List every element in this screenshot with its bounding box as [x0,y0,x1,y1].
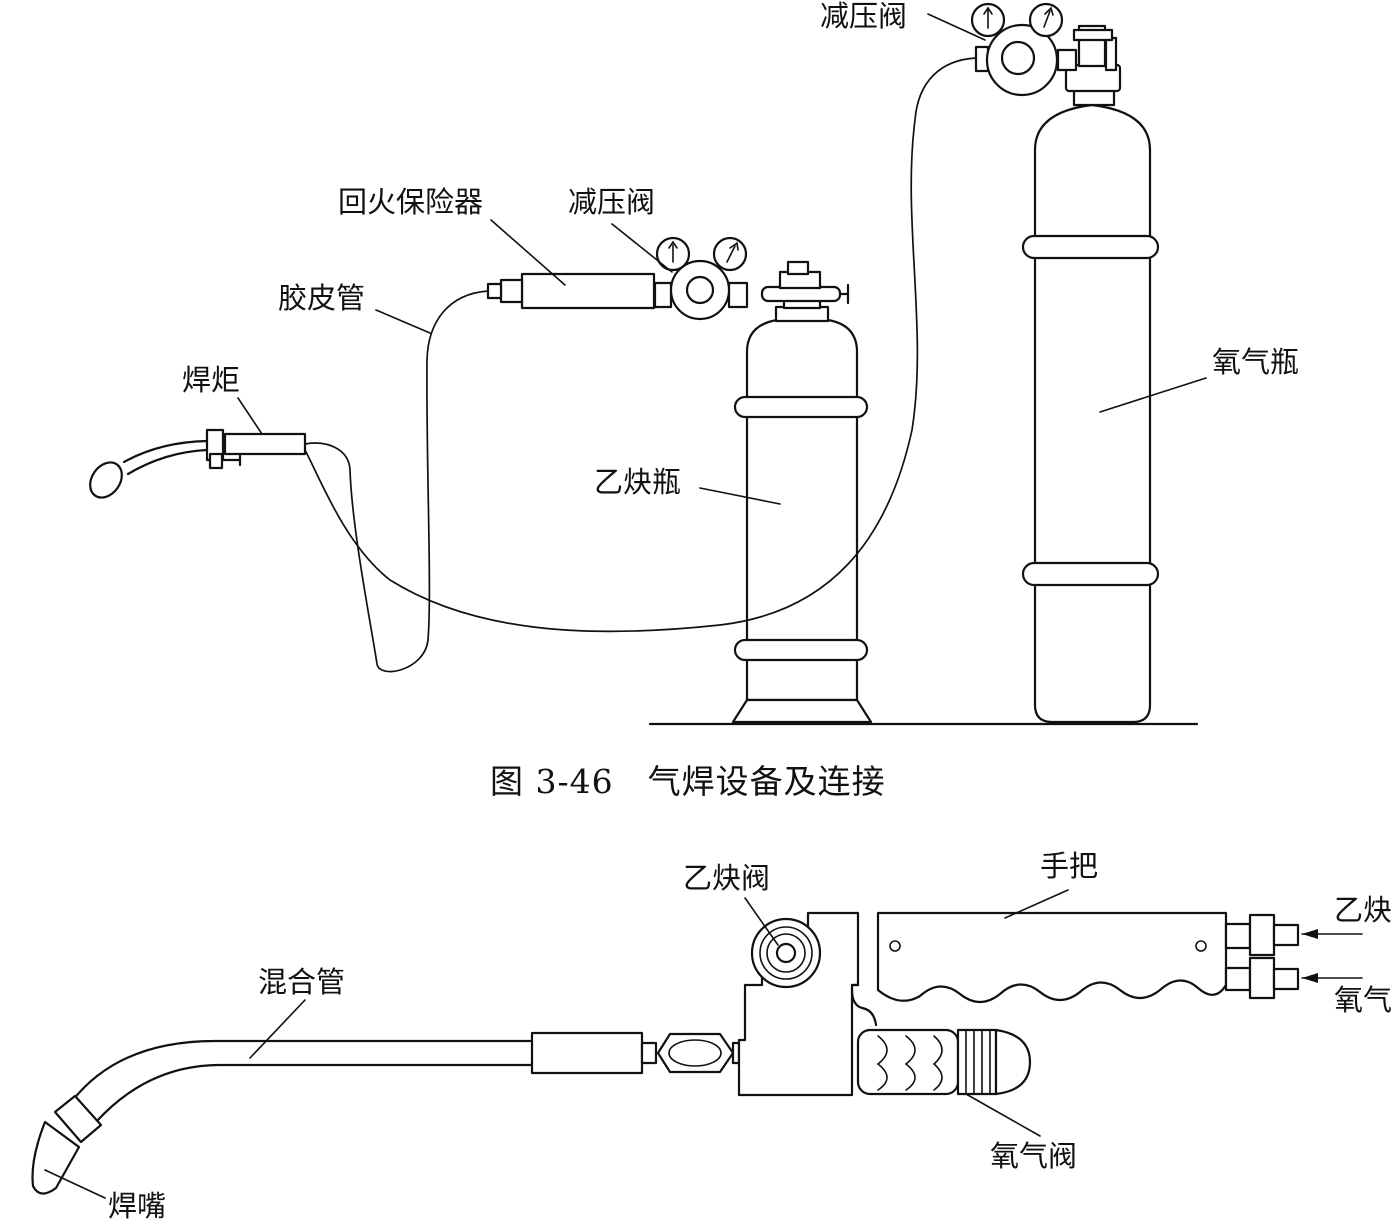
figure-welding-torch-detail: 乙炔阀 手把 乙炔 氧气 混合管 氧气阀 焊嘴 [31,849,1392,1222]
label-oxygen-valve: 氧气阀 [990,1139,1077,1173]
oxygen-hose [304,57,977,633]
mixing-tube [71,1039,534,1102]
label-oxygen-cylinder: 氧气瓶 [1212,345,1299,379]
oxygen-valve [856,1028,1032,1096]
label-oxygen-inlet: 氧气 [1334,983,1392,1017]
acetylene-cylinder [486,236,873,724]
oxygen-cylinder [970,2,1160,724]
label-acetylene-cylinder: 乙炔瓶 [594,465,681,499]
label-flashback-arrestor: 回火保险器 [338,185,483,219]
label-tip: 焊嘴 [108,1189,166,1222]
label-rubber-hose: 胶皮管 [278,281,365,315]
acetylene-hose [304,290,489,673]
torch-handle [850,911,1228,1027]
figure-gas-welding-setup: 减压阀 回火保险器 减压阀 胶皮管 焊炬 氧气瓶 乙炔瓶 图 3-46 气焊设备… [89,0,1299,801]
label-regulator-acetylene: 减压阀 [568,185,655,219]
acetylene-valve [750,917,822,989]
coupling-sleeve [530,1031,644,1075]
label-acetylene-inlet: 乙炔 [1334,893,1392,927]
label-regulator-oxygen: 减压阀 [820,0,907,33]
figure-caption: 图 3-46 气焊设备及连接 [490,762,886,801]
acetylene-inlet-fitting [1224,913,1300,957]
welding-tip [31,1094,103,1195]
oxygen-inlet-fitting [1224,956,1300,1000]
label-mixing-tube: 混合管 [258,965,345,999]
label-handle: 手把 [1040,849,1098,883]
label-acetylene-valve: 乙炔阀 [683,861,770,895]
label-torch: 焊炬 [182,363,240,397]
welding-torch [89,428,307,499]
